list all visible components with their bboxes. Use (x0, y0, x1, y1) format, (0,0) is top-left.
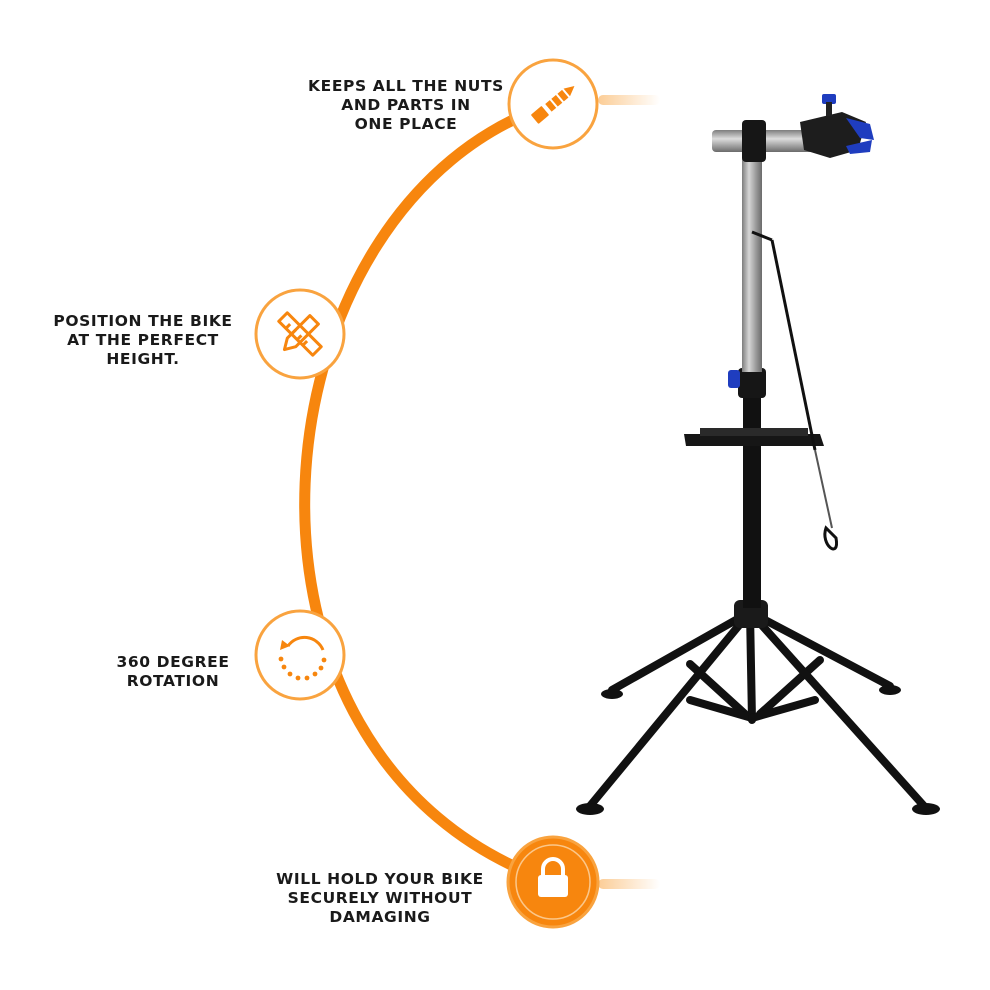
feature-icon-4 (506, 835, 600, 929)
screw-icon (531, 86, 575, 124)
feature-icon-2 (254, 288, 346, 380)
pencil-ruler-icon (277, 311, 323, 357)
feature-label-nuts-parts: KEEPS ALL THE NUTS AND PARTS IN ONE PLAC… (308, 77, 504, 133)
orange-arc (299, 98, 559, 888)
feature-label-secure-hold: WILL HOLD YOUR BIKE SECURELY WITHOUT DAM… (276, 870, 484, 926)
rotation-icon (278, 635, 327, 681)
feature-icon-3 (254, 609, 346, 701)
feature-label-height: POSITION THE BIKE AT THE PERFECT HEIGHT. (53, 312, 233, 368)
lock-icon (538, 857, 568, 897)
feature-icon-1 (507, 58, 599, 150)
fade-stroke-bottom (598, 879, 660, 889)
fade-stroke-top (598, 95, 660, 105)
bike-stand-image (576, 94, 940, 815)
feature-label-rotation: 360 DEGREE ROTATION (116, 653, 230, 690)
